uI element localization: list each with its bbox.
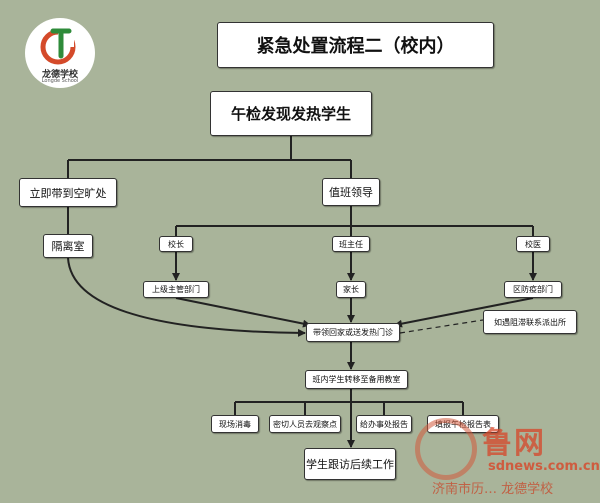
logo-emblem-icon <box>40 28 76 65</box>
node-duty: 值班领导 <box>322 178 380 206</box>
node-close-contacts: 密切人员去观察点 <box>269 415 341 433</box>
node-escort: 带领回家或送发热门诊 <box>306 323 400 342</box>
node-head-teacher: 班主任 <box>332 236 370 252</box>
watermark-logo-icon <box>415 418 477 480</box>
node-disinfect: 现场消毒 <box>211 415 259 433</box>
connector-isolation-to-escort <box>67 257 306 337</box>
watermark-text: 济南市历… 龙德学校 <box>432 482 554 497</box>
school-logo: 龙德学校 Longde School <box>25 18 95 88</box>
node-superior-dept: 上级主管部门 <box>143 281 209 298</box>
watermark-brand: 鲁网 <box>482 426 546 461</box>
page-title: 紧急处置流程二（校内） <box>217 22 494 68</box>
node-parent: 家长 <box>336 281 366 298</box>
logo-name: 龙德学校 <box>41 70 78 80</box>
logo-subtitle: Longde School <box>41 78 79 84</box>
node-left: 立即带到空旷处 <box>19 178 117 207</box>
watermark-site: sdnews.com.cn <box>488 459 600 474</box>
node-follow-up: 学生跟访后续工作 <box>304 448 396 480</box>
node-cdc-dept: 区防疫部门 <box>504 281 562 298</box>
node-report-office: 给办事处报告 <box>356 415 412 433</box>
node-isolation: 隔离室 <box>43 234 93 258</box>
node-police-note: 如遇阻滞联系派出所 <box>483 310 577 334</box>
node-principal: 校长 <box>159 236 193 252</box>
connector-superior-to-escort <box>175 297 311 328</box>
node-transfer: 班内学生转移至备用教室 <box>305 370 408 389</box>
node-doctor: 校医 <box>516 236 550 252</box>
node-root: 午检发现发热学生 <box>210 91 372 136</box>
connector-cdc-to-escort <box>394 297 534 328</box>
